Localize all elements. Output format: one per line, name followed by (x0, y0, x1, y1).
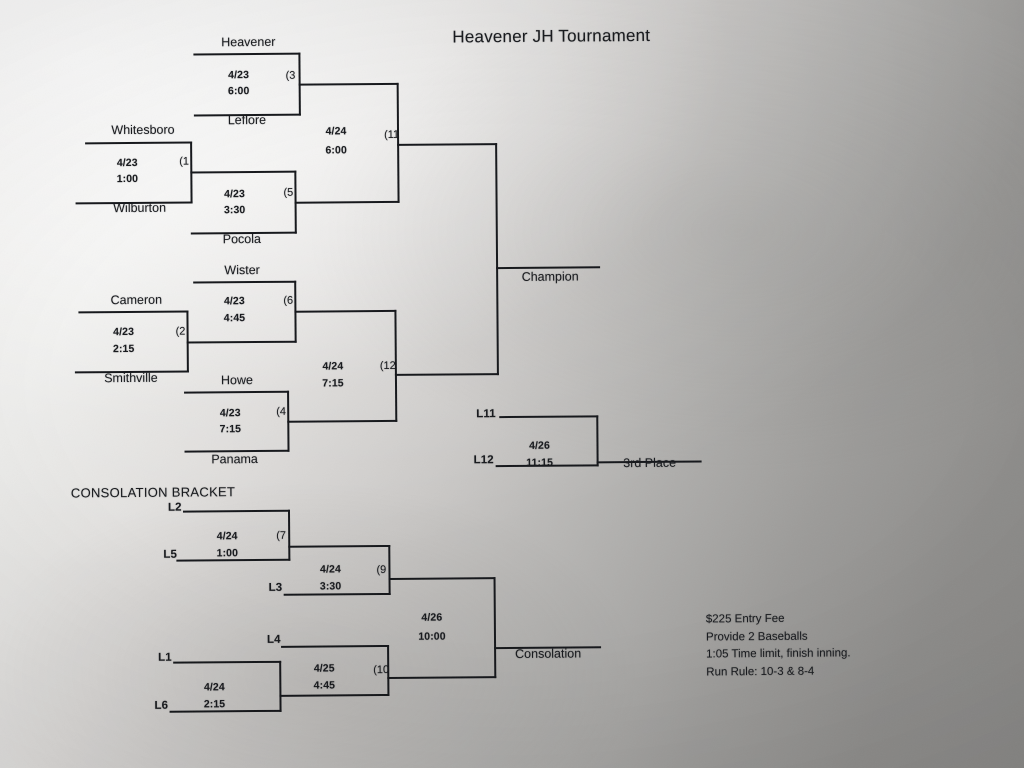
g8-top-slot: L1 (158, 651, 172, 664)
g6-game-number: (6 (283, 294, 294, 307)
team-leflore: Leflore (227, 112, 267, 128)
g10-time: 4:45 (313, 679, 336, 692)
note-run-rule: Run Rule: 10-3 & 8-4 (706, 665, 815, 678)
consolation-bracket-heading: CONSOLATION BRACKET (70, 484, 236, 501)
g11-time: 6:00 (325, 144, 347, 157)
note-entry-fee: $225 Entry Fee (705, 612, 785, 626)
g3-top-line (193, 52, 301, 56)
third-place-bottom-slot: L12 (473, 454, 494, 467)
note-baseballs: Provide 2 Baseballs (705, 630, 808, 643)
g8-time: 2:15 (203, 698, 226, 711)
g6-top-line (193, 280, 297, 284)
team-panama: Panama (211, 451, 258, 467)
team-cameron: Cameron (110, 292, 163, 308)
consolation-top-line (388, 577, 496, 580)
final-connector (495, 143, 499, 376)
g12-bottom-line (287, 419, 398, 423)
team-wister: Wister (224, 262, 260, 278)
final-top-line (397, 143, 498, 146)
g5-time: 3:30 (223, 204, 246, 217)
g9-game-number: (9 (376, 563, 387, 577)
g11-top-line (298, 82, 399, 86)
g9-time: 3:30 (319, 580, 342, 593)
team-smithville: Smithville (104, 370, 158, 386)
third-place-date: 4/26 (529, 439, 550, 452)
consolation-bottom-line (387, 676, 497, 679)
note-time-limit: 1:05 Time limit, finish inning. (706, 647, 851, 661)
g12-top-line (294, 309, 397, 313)
g11-date: 4/24 (325, 125, 347, 138)
page-title: Heavener JH Tournament (452, 25, 651, 47)
g5-game-number: (5 (283, 186, 294, 199)
third-place-time: 11:15 (526, 456, 554, 469)
g6-time: 4:45 (223, 312, 246, 325)
g4-top-line (184, 390, 290, 394)
third-top-line (499, 415, 599, 419)
final-bottom-line (394, 373, 499, 376)
champion-label: Champion (521, 269, 579, 284)
g12-date: 4/24 (322, 360, 344, 373)
g9-top-line (288, 544, 391, 548)
g5-date: 4/23 (224, 188, 245, 201)
g2-top-line (78, 310, 189, 314)
team-heavener: Heavener (221, 34, 276, 50)
g7-top-slot: L2 (167, 501, 182, 514)
g2-date: 4/23 (113, 325, 135, 339)
g8-bottom-line (169, 709, 282, 713)
g7-time: 1:00 (216, 547, 239, 560)
g11-bottom-line (294, 200, 400, 204)
consolation-final-time: 10:00 (418, 630, 446, 643)
g6-bottom-line (186, 340, 297, 344)
g11-connector (396, 82, 400, 203)
consolation-final-date: 4/26 (421, 611, 443, 624)
g7-date: 4/24 (216, 530, 238, 543)
g9-bottom-slot: L3 (268, 581, 283, 594)
team-pocola: Pocola (222, 231, 262, 247)
g3-time: 6:00 (227, 85, 250, 98)
g4-date: 4/23 (219, 407, 241, 420)
third-place-top-slot: L11 (476, 408, 496, 421)
g2-time: 2:15 (112, 342, 135, 356)
g9-date: 4/24 (319, 563, 341, 576)
g1-date: 4/23 (116, 156, 138, 170)
tournament-notes: $225 Entry Fee Provide 2 Baseballs 1:05 … (706, 613, 851, 678)
g10-top-slot: L4 (266, 633, 281, 646)
g5-top-line (190, 170, 297, 174)
g4-time: 7:15 (219, 423, 242, 436)
consolation-label: Consolation (515, 646, 582, 661)
team-whitesboro: Whitesboro (111, 122, 175, 138)
g12-time: 7:15 (322, 377, 344, 390)
g7-bottom-line (176, 558, 291, 562)
champion-line (496, 266, 601, 270)
g10-game-number: (10 (373, 663, 390, 677)
g2-game-number: (2 (175, 325, 186, 338)
g10-date: 4/25 (313, 662, 335, 675)
g8-top-line (173, 660, 282, 664)
g1-game-number: (1 (179, 155, 190, 168)
g8-date: 4/24 (203, 681, 225, 694)
g10-top-line (281, 644, 390, 648)
g8-bottom-slot: L6 (154, 699, 169, 712)
g1-time: 1:00 (116, 172, 139, 186)
g1-top-line (85, 141, 193, 145)
g3-game-number: (3 (285, 69, 296, 82)
g11-game-number: (11 (383, 128, 400, 141)
third-place-label: 3rd Place (623, 455, 677, 471)
g7-bottom-slot: L5 (163, 548, 178, 561)
g10-bottom-line (279, 693, 390, 697)
team-wilburton: Wilburton (113, 200, 167, 216)
g4-game-number: (4 (276, 405, 287, 418)
team-howe: Howe (220, 373, 254, 388)
g6-date: 4/23 (223, 295, 245, 308)
consolation-connector (493, 577, 497, 679)
g7-game-number: (7 (276, 529, 287, 542)
g9-bottom-line (283, 592, 391, 596)
g3-date: 4/23 (228, 69, 250, 82)
g7-top-line (182, 509, 290, 513)
g12-game-number: (12 (379, 359, 396, 373)
